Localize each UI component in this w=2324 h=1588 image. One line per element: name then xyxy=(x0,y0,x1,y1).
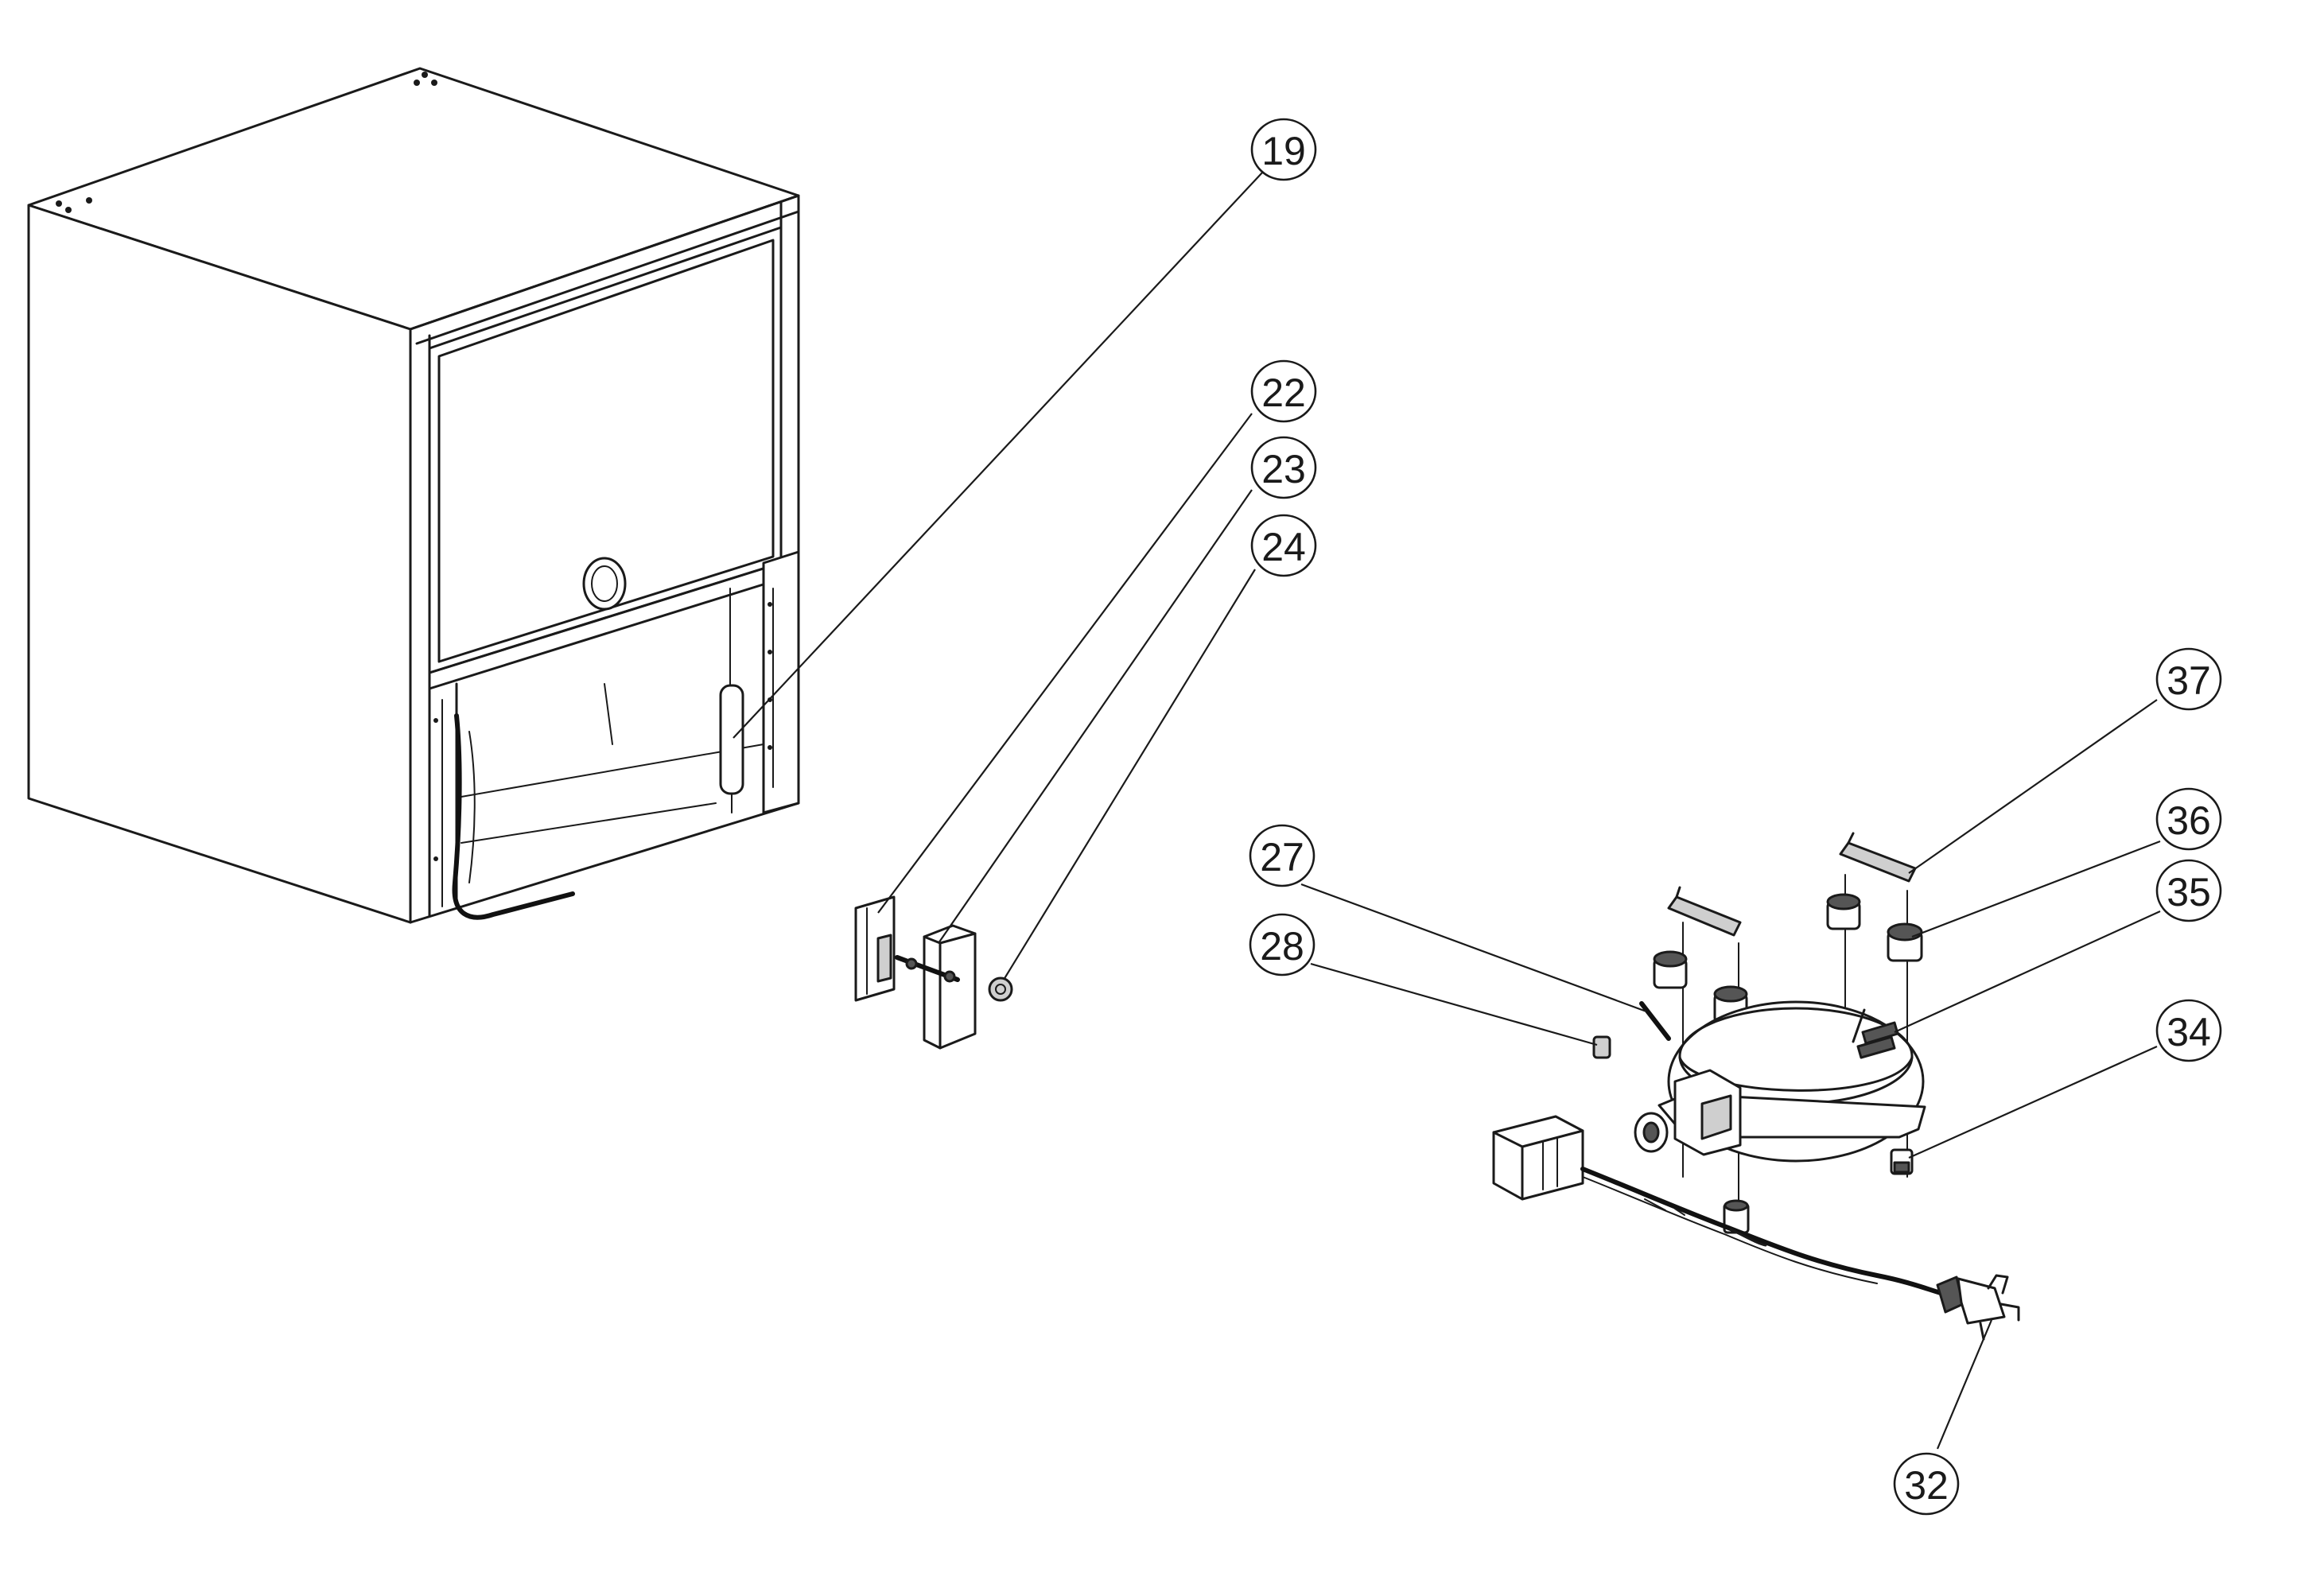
leader-32 xyxy=(1936,1319,1993,1450)
filter-drier xyxy=(719,684,744,795)
start-capacitor-block xyxy=(1492,1115,1584,1201)
callout-32-label: 32 xyxy=(1904,1463,1949,1508)
callout-27-label: 27 xyxy=(1260,835,1304,879)
power-plug xyxy=(1936,1274,2020,1341)
callout-36-label: 36 xyxy=(2167,798,2211,843)
leader-34 xyxy=(1908,1045,2158,1159)
leader-22 xyxy=(877,413,1253,914)
callout-23: 23 xyxy=(1250,436,1317,499)
part-35-clip xyxy=(1861,1021,1899,1045)
leader-37 xyxy=(1908,699,2158,874)
callout-34-label: 34 xyxy=(2167,1010,2211,1054)
part-27-screw xyxy=(1639,1001,1671,1041)
thermostat-knob xyxy=(582,557,627,611)
callout-27: 27 xyxy=(1249,824,1316,887)
callout-22: 22 xyxy=(1250,359,1317,423)
callouts: 19 22 23 24 27 28 32 34 xyxy=(1249,118,2222,1516)
callout-19-label: 19 xyxy=(1261,129,1306,173)
callout-28-label: 28 xyxy=(1260,924,1304,969)
callout-24-label: 24 xyxy=(1261,525,1306,569)
callout-23-label: 23 xyxy=(1261,447,1306,491)
part-28-fitting xyxy=(1592,1035,1611,1059)
compressor-assembly xyxy=(1492,832,2020,1341)
leader-23 xyxy=(938,489,1253,944)
callout-37: 37 xyxy=(2155,647,2222,711)
bracket-assembly xyxy=(854,895,1013,1050)
refrigerant-tube xyxy=(452,713,575,920)
callout-35: 35 xyxy=(2155,859,2222,922)
leader-28 xyxy=(1310,962,1598,1046)
callout-37-label: 37 xyxy=(2167,658,2211,703)
part-37-mount-plate-right xyxy=(1839,841,1917,883)
part-24-nut xyxy=(988,976,1013,1002)
leader-lines xyxy=(733,171,2161,1450)
callout-19: 19 xyxy=(1250,118,1317,181)
mount-plate-left xyxy=(1667,895,1742,937)
part-23-bracket xyxy=(923,924,977,1050)
leader-24 xyxy=(1003,569,1256,980)
power-cord xyxy=(1580,1167,1943,1295)
callout-32: 32 xyxy=(1893,1452,1960,1516)
callout-24: 24 xyxy=(1250,514,1317,577)
callout-35-label: 35 xyxy=(2167,870,2211,914)
callout-28: 28 xyxy=(1249,913,1316,976)
callout-36: 36 xyxy=(2155,787,2222,851)
callout-34: 34 xyxy=(2155,999,2222,1062)
cabinet-assembly xyxy=(27,67,800,924)
leader-27 xyxy=(1300,883,1647,1013)
leader-35 xyxy=(1894,910,2161,1034)
part-36-grommets xyxy=(1653,893,1923,1024)
leader-36 xyxy=(1911,840,2161,938)
leader-19 xyxy=(733,171,1264,739)
callout-22-label: 22 xyxy=(1261,371,1306,415)
cabinet-side-face xyxy=(27,204,412,924)
